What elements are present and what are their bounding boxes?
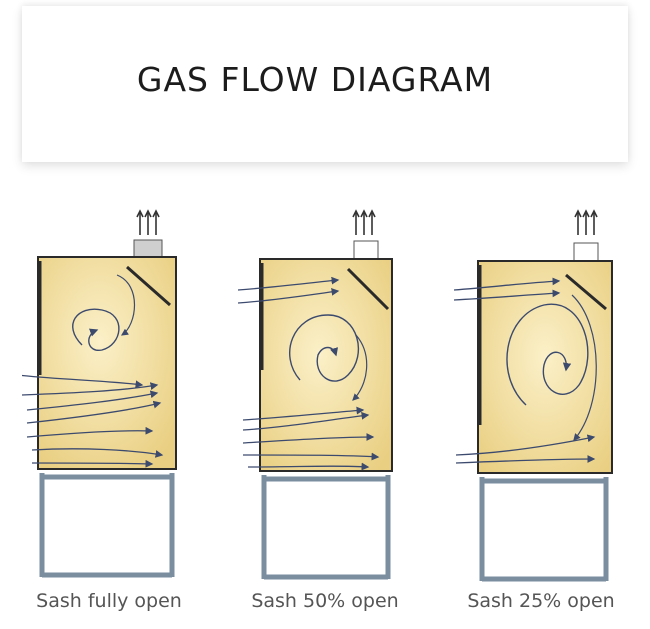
hood-stand bbox=[39, 473, 175, 578]
caption-50: Sash 50% open bbox=[251, 590, 399, 612]
exhaust-arrows-icon bbox=[352, 209, 376, 235]
exhaust-duct bbox=[573, 242, 599, 262]
inflow-arrows bbox=[22, 374, 164, 468]
exhaust-arrows-icon bbox=[574, 209, 598, 235]
caption-full: Sash fully open bbox=[36, 590, 182, 612]
fume-hood-diagram-50 bbox=[238, 205, 418, 595]
hood-interior bbox=[477, 260, 613, 474]
title-banner bbox=[22, 6, 628, 162]
diagram-title: GAS FLOW DIAGRAM bbox=[136, 60, 494, 99]
fume-hood-diagram-25 bbox=[454, 205, 634, 595]
rear-baffle bbox=[565, 273, 607, 311]
vortex-flow bbox=[72, 308, 120, 351]
exhaust-arrows-icon bbox=[136, 209, 160, 235]
fume-hood-50-graphic bbox=[238, 209, 393, 580]
fume-hood-diagram-full bbox=[22, 205, 202, 595]
caption-25: Sash 25% open bbox=[467, 590, 615, 612]
inflow-arrows-low bbox=[455, 434, 596, 464]
hood-interior bbox=[37, 256, 177, 470]
vortex-flow bbox=[289, 314, 359, 382]
fume-hood-full-graphic bbox=[22, 209, 177, 578]
hood-stand bbox=[261, 475, 391, 580]
inflow-arrows bbox=[454, 277, 561, 301]
hood-stand bbox=[479, 477, 609, 582]
hood-interior bbox=[259, 258, 393, 472]
inflow-arrows bbox=[238, 276, 340, 304]
fume-hood-25-graphic bbox=[454, 209, 613, 582]
vortex-flow bbox=[506, 303, 589, 406]
rear-baffle bbox=[346, 267, 390, 311]
exhaust-duct bbox=[353, 240, 379, 260]
rear-baffle bbox=[126, 265, 171, 307]
inflow-arrows-low bbox=[242, 406, 380, 471]
exhaust-duct bbox=[133, 239, 163, 258]
